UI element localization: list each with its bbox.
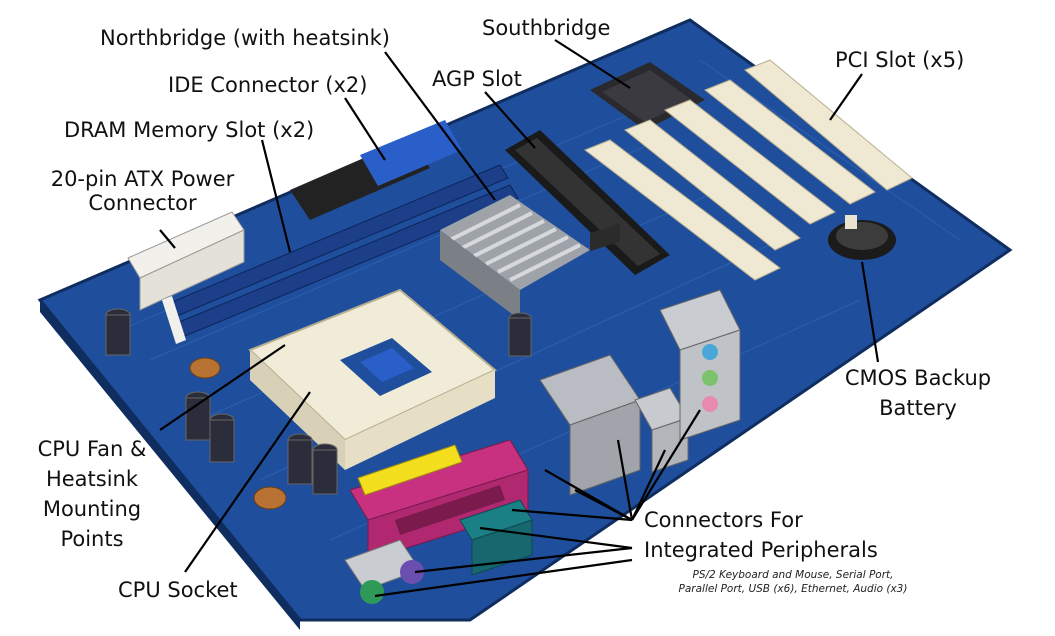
peripherals-note-line2: Parallel Port, USB (x6), Ethernet, Audio… <box>678 583 908 595</box>
pci-slots <box>583 59 913 281</box>
label-cpu-fan: CPU Fan & Heatsink Mounting Points <box>22 434 162 554</box>
leader-ide <box>344 97 386 161</box>
label-cpu-fan-line2: Heatsink <box>45 467 139 491</box>
peripherals-note-line1: PS/2 Keyboard and Mouse, Serial Port, <box>692 569 894 581</box>
dram-slots <box>162 164 519 344</box>
leader-northbridge <box>384 51 496 201</box>
leader-conn-4 <box>631 449 666 521</box>
leader-conn-7 <box>479 526 633 550</box>
label-cpu-fan-line3: Mounting <box>42 497 142 521</box>
leader-pci <box>829 73 863 121</box>
leader-conn-9 <box>374 558 633 598</box>
label-dram: DRAM Memory Slot (x2) <box>64 118 315 142</box>
leader-conn-6 <box>511 508 633 522</box>
label-cmos: CMOS Backup Battery <box>838 363 998 423</box>
leader-cpufan <box>159 344 286 431</box>
label-atx-power: 20-pin ATX Power Connector <box>30 167 255 215</box>
cmos-battery <box>828 215 896 260</box>
leader-dram <box>260 139 292 253</box>
label-connectors-line1: Connectors For <box>644 508 803 532</box>
leader-agp <box>484 91 536 149</box>
leader-lines <box>159 39 880 598</box>
capacitors <box>105 308 532 495</box>
leader-conn-8 <box>414 546 633 574</box>
leader-southbridge <box>554 39 631 89</box>
leader-atx <box>159 229 176 249</box>
label-cmos-line1: CMOS Backup <box>844 366 992 390</box>
agp-slot <box>505 130 670 275</box>
ide-connectors <box>290 120 462 220</box>
label-cpu-socket: CPU Socket <box>118 578 238 602</box>
leader-conn-5 <box>631 409 701 521</box>
leader-conn-2 <box>574 489 633 521</box>
label-southbridge: Southbridge <box>482 16 611 40</box>
inductor-coils <box>189 357 287 510</box>
label-cpu-fan-line4: Points <box>60 527 124 551</box>
label-agp: AGP Slot <box>432 67 522 91</box>
label-atx-power-line1: 20-pin ATX Power <box>50 167 235 191</box>
label-ide: IDE Connector (x2) <box>168 73 368 97</box>
peripherals-note: PS/2 Keyboard and Mouse, Serial Port, Pa… <box>648 568 938 596</box>
northbridge-heatsink <box>440 195 590 320</box>
atx-power-connector <box>127 211 245 311</box>
label-cpu-fan-line1: CPU Fan & <box>37 437 147 461</box>
leader-conn-3 <box>616 439 634 521</box>
label-cmos-line2: Battery <box>879 396 957 420</box>
label-connectors-line2: Integrated Peripherals <box>644 538 878 562</box>
pcb-edge <box>40 300 300 630</box>
label-pci: PCI Slot (x5) <box>835 48 965 72</box>
leader-cpusocket <box>184 391 311 573</box>
label-atx-power-line2: Connector <box>88 191 197 215</box>
leader-cmos <box>860 261 880 363</box>
label-northbridge: Northbridge (with heatsink) <box>100 26 390 50</box>
